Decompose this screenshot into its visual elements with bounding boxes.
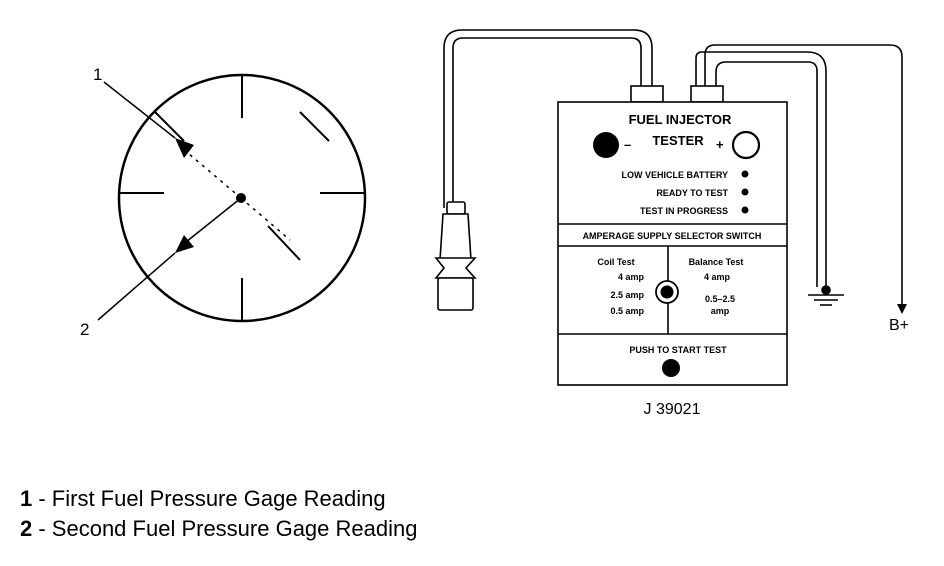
pressure-reference-dotted-line <box>240 197 291 241</box>
balance-test-value-2a: 0.5–2.5 <box>705 294 735 304</box>
legend-item-1: 1 - First Fuel Pressure Gage Reading <box>20 486 386 512</box>
second-reading-needle <box>185 197 242 243</box>
tester-part-number: J 39021 <box>644 401 701 418</box>
coil-test-value-1: 4 amp <box>618 272 645 282</box>
indicator-ready-label: READY TO TEST <box>656 188 728 198</box>
negative-terminal-label: – <box>624 137 631 152</box>
start-test-label: PUSH TO START TEST <box>629 345 727 355</box>
second-reading-arrowhead <box>175 235 194 253</box>
gauge-pivot <box>236 193 246 203</box>
callout-2-leader <box>97 252 176 321</box>
indicator-in-progress-label: TEST IN PROGRESS <box>640 206 728 216</box>
indicator-low-battery-led <box>741 170 749 178</box>
start-test-button[interactable] <box>662 359 680 377</box>
tester-title-line1: FUEL INJECTOR <box>629 112 732 127</box>
balance-test-value-2b: amp <box>711 306 730 316</box>
callout-1-leader <box>103 81 176 139</box>
balance-test-title: Balance Test <box>689 257 744 267</box>
callout-1-label: 1 <box>93 65 102 84</box>
coil-test-value-3: 0.5 amp <box>610 306 644 316</box>
fuel-pressure-gauge <box>97 73 367 323</box>
positive-terminal[interactable] <box>731 130 761 160</box>
indicator-ready-led <box>741 188 749 196</box>
ground-symbol <box>808 285 844 306</box>
gauge-ticks <box>119 75 365 321</box>
positive-terminal-label: + <box>716 137 724 152</box>
first-reading-needle <box>181 147 242 199</box>
amperage-selector-knob[interactable] <box>655 280 679 304</box>
legend-item-2-text: - Second Fuel Pressure Gage Reading <box>32 516 418 541</box>
negative-terminal[interactable] <box>593 132 619 158</box>
legend-item-1-text: - First Fuel Pressure Gage Reading <box>32 486 386 511</box>
battery-positive-label: B+ <box>889 317 909 334</box>
first-reading-arrowhead <box>175 138 194 158</box>
battery-ground-cables <box>695 44 903 308</box>
balance-test-value-1: 4 amp <box>704 272 731 282</box>
injector-connector <box>434 201 477 311</box>
tester-title-line2: TESTER <box>652 133 704 148</box>
coil-test-value-2: 2.5 amp <box>610 290 644 300</box>
tester-connectors <box>630 85 724 103</box>
callout-2-label: 2 <box>80 320 89 339</box>
indicator-low-battery-label: LOW VEHICLE BATTERY <box>622 170 729 180</box>
injector-cable <box>443 29 653 208</box>
selector-switch-header: AMPERAGE SUPPLY SELECTOR SWITCH <box>583 231 762 241</box>
indicator-in-progress-led <box>741 206 749 214</box>
legend-item-2-number: 2 <box>20 516 33 541</box>
legend-item-2: 2 - Second Fuel Pressure Gage Reading <box>20 516 417 542</box>
battery-lead-arrowhead <box>897 304 907 314</box>
coil-test-title: Coil Test <box>597 257 634 267</box>
legend-item-1-number: 1 <box>20 486 33 511</box>
